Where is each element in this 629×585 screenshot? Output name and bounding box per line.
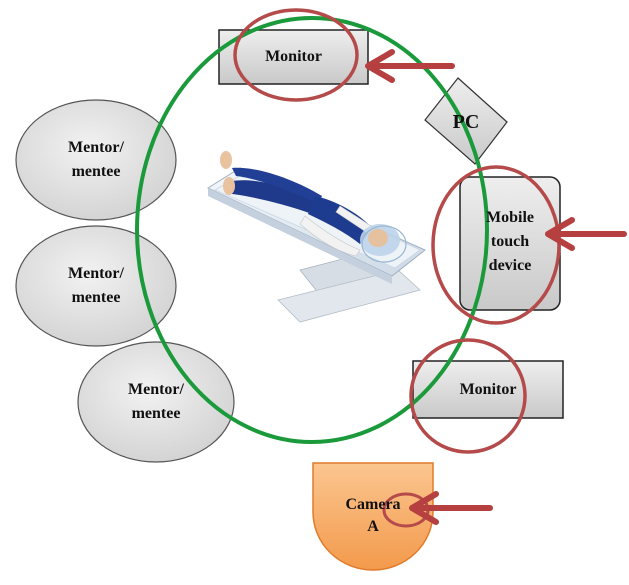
mentor-2-text-line-2: mentee: [71, 289, 121, 306]
monitor-top-label: Monitor: [219, 30, 368, 84]
mobile-device-text-line-2: touch: [490, 233, 530, 250]
camera-label: Camera A: [313, 490, 433, 542]
mentor-3-text-line-2: mentee: [131, 405, 181, 422]
monitor-top-box: [218, 29, 369, 85]
green-ring: [135, 16, 489, 444]
mobile-device-text-line-3: device: [488, 257, 532, 274]
arrow-icon-mobile-device: [545, 217, 627, 251]
red-circle-monitor-top: [233, 8, 359, 102]
mentor-ellipse-2: [15, 225, 177, 347]
monitor-bottom-text: Monitor: [459, 380, 517, 398]
mentor-ellipse-1: [15, 99, 177, 221]
mentor-1-label: Mentor/ mentee: [36, 130, 156, 190]
pc-box: [424, 77, 508, 165]
camera-shape: [312, 462, 434, 571]
mentor-2-text-line-1: Mentor/: [68, 265, 124, 282]
mentor-1-text-line-1: Mentor/: [68, 139, 124, 156]
patient-illustration: [206, 151, 426, 323]
monitor-top-text: Monitor: [265, 48, 322, 65]
mentor-2-label: Mentor/ mentee: [36, 256, 156, 316]
mentor-ellipse-3: [77, 341, 235, 463]
camera-text-line-1: Camera: [345, 496, 401, 513]
red-circle-mobile-device: [431, 165, 561, 325]
monitor-bottom-label: Monitor: [413, 361, 563, 418]
red-circle-monitor-bottom: [409, 338, 527, 454]
mentor-3-text-line-1: Mentor/: [128, 381, 184, 398]
arrow-icon-monitor-top: [365, 49, 455, 83]
mobile-device-text-line-1: Mobile: [486, 209, 534, 226]
mentor-3-label: Mentor/ mentee: [96, 372, 216, 432]
pc-label: PC: [436, 104, 496, 140]
mobile-device-label: Mobile touch device: [460, 192, 560, 292]
camera-text-line-2: A: [367, 518, 379, 535]
arrow-icon-camera: [409, 491, 493, 525]
pc-text: PC: [452, 111, 480, 133]
mentor-1-text-line-2: mentee: [71, 163, 121, 180]
